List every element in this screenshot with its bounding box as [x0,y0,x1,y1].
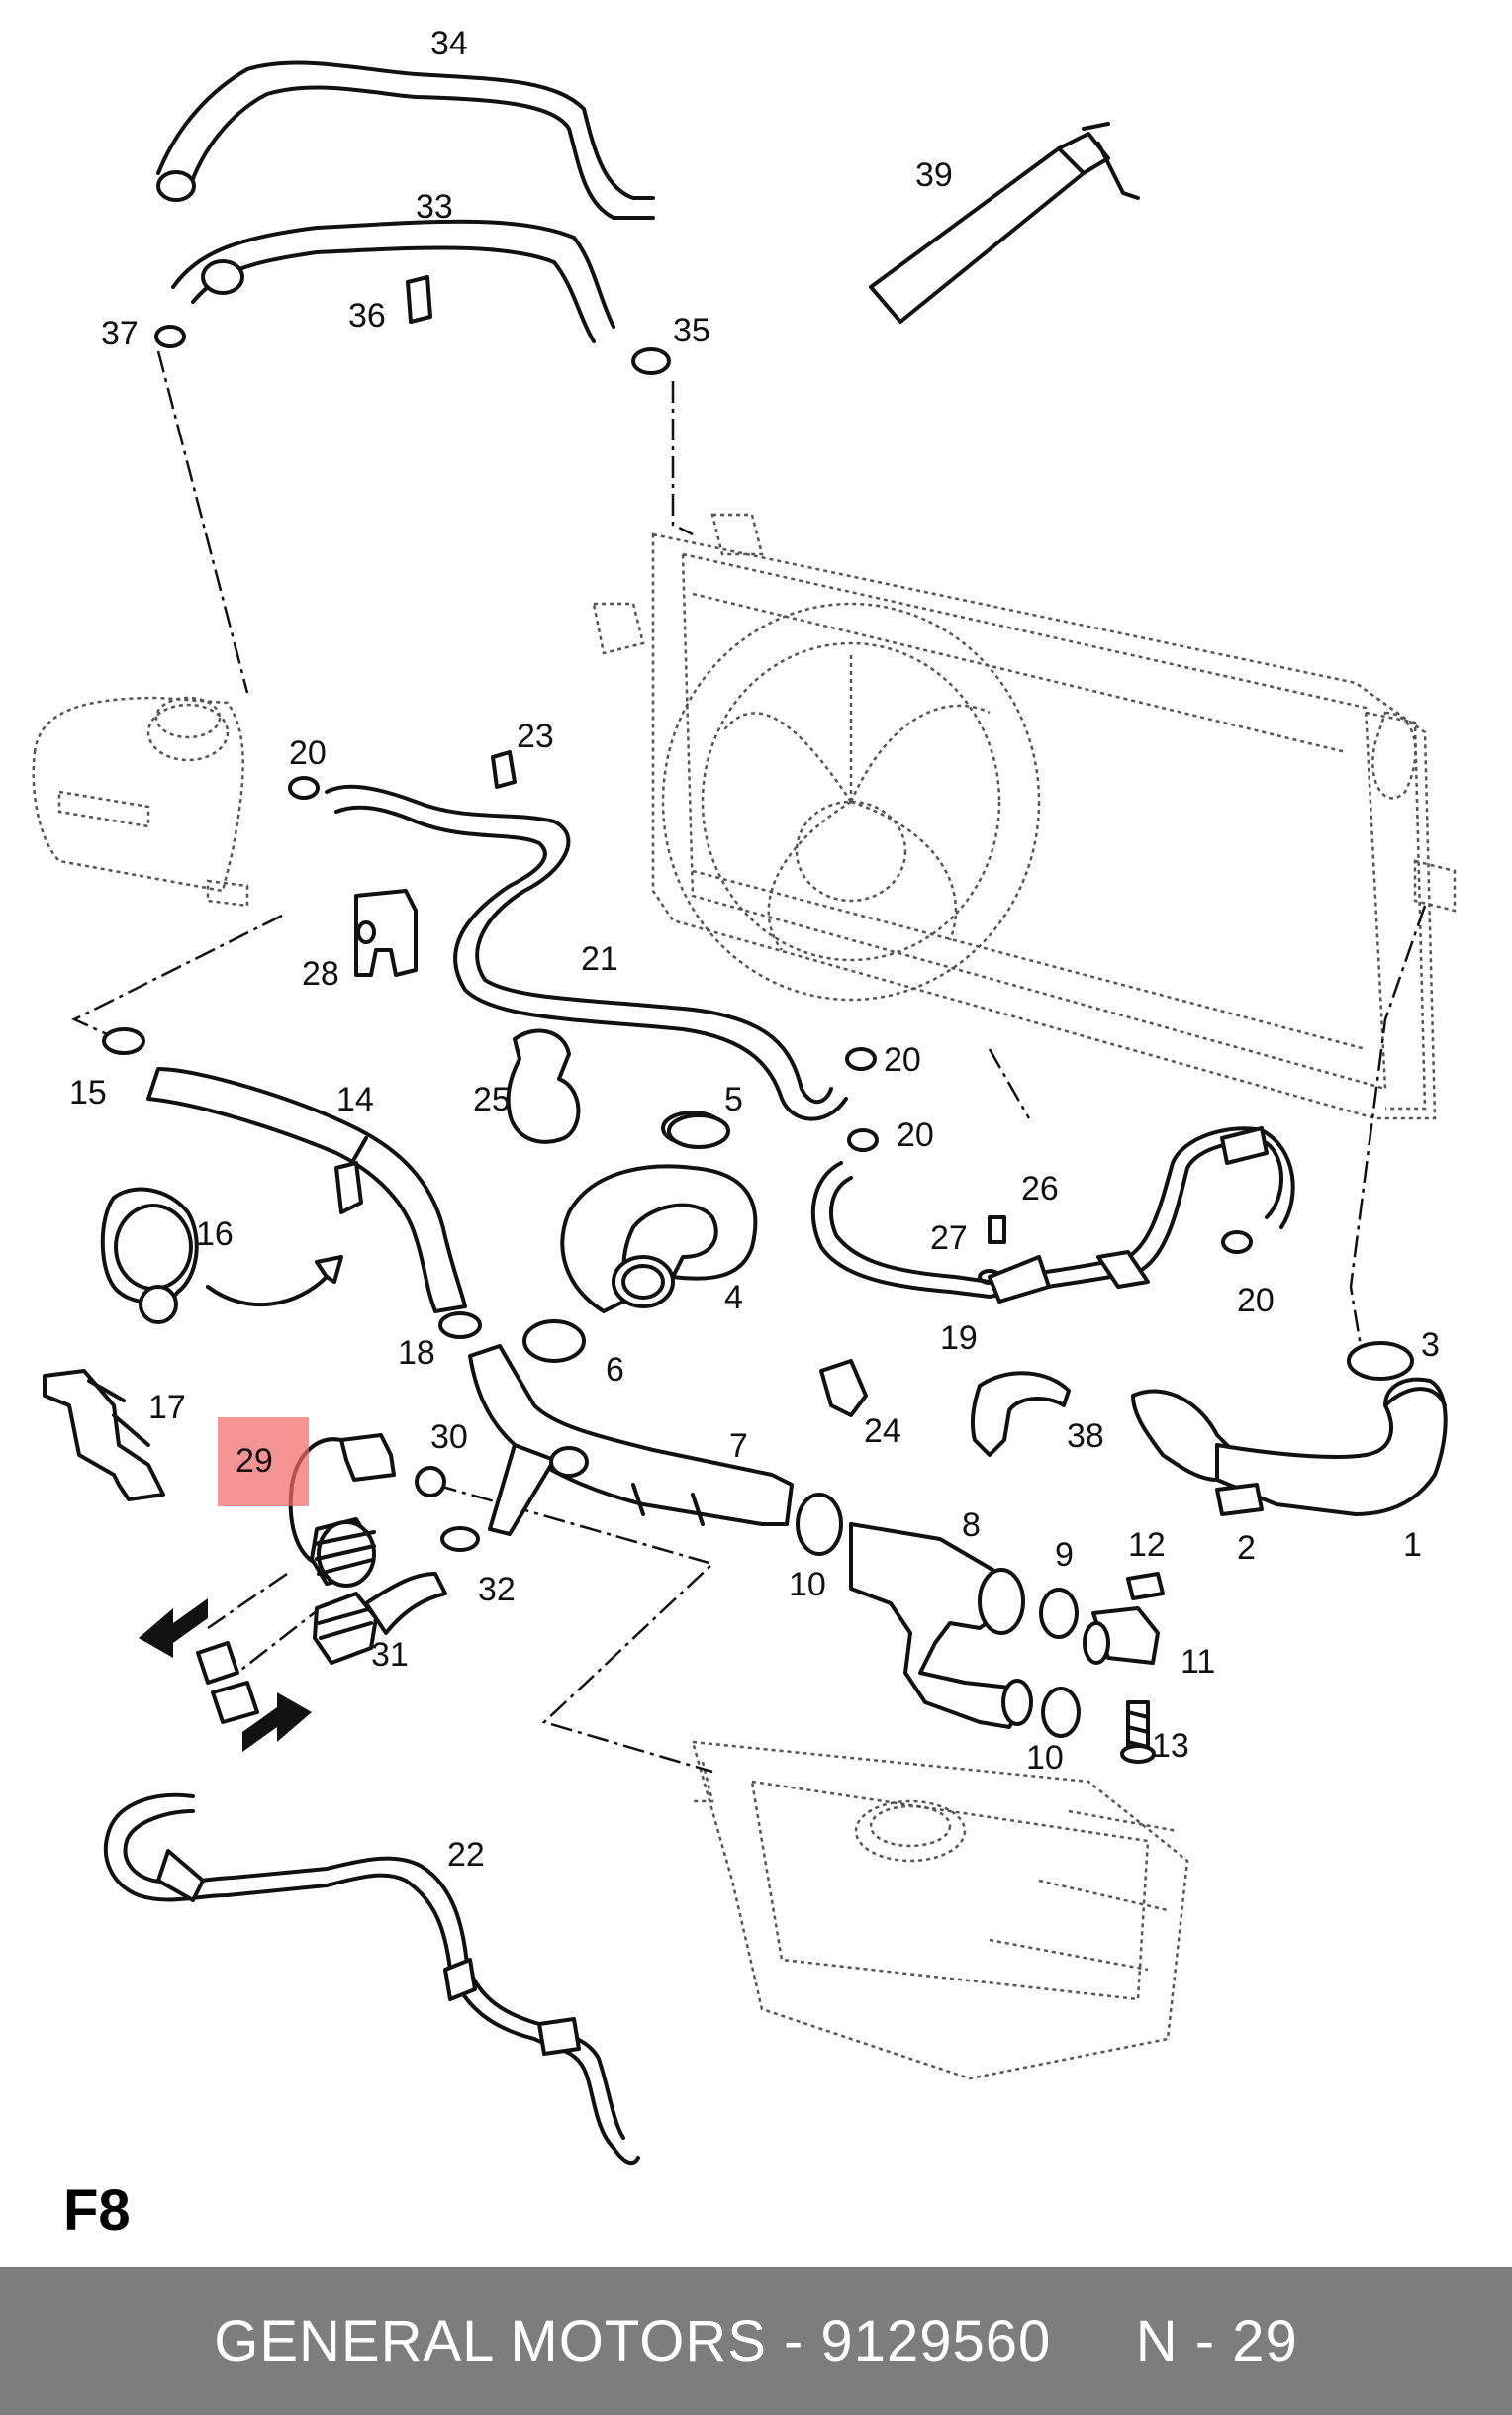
callout-3: 3 [1421,1326,1440,1364]
hose-icon [325,784,848,1121]
callout-39: 39 [915,156,953,194]
callout-27: 27 [930,1219,968,1257]
callout-30: 30 [430,1418,468,1456]
air-bleed-pipe-icon [468,1344,794,1536]
leader-lines [71,350,1427,1774]
callout-23: 23 [517,718,554,755]
intake-manifold-icon [691,1740,1189,2080]
callout-labels: 1 2 3 4 5 6 7 8 9 10 10 11 12 13 14 15 1… [69,25,1440,1874]
callout-10b: 10 [1026,1739,1064,1777]
hose-icon [196,1433,447,1724]
hose-icon [560,1164,758,1313]
callout-12: 12 [1128,1526,1166,1564]
callout-21: 21 [581,940,618,978]
callout-20a: 20 [289,734,327,772]
callout-17: 17 [148,1389,186,1426]
footer-bar: GENERAL MOTORS - 9129560 N - 29 [0,2267,1512,2415]
callout-20d: 20 [1237,1282,1275,1319]
air-bleed-pipe-icon [103,1792,640,2166]
callout-25: 25 [473,1081,511,1118]
callout-18: 18 [398,1334,435,1372]
callout-4: 4 [724,1279,743,1316]
clamp-icon [102,275,1414,1738]
arrow-icon [139,1598,312,1752]
callout-5: 5 [724,1081,743,1118]
callout-37: 37 [101,315,139,352]
parts-diagram: 1 2 3 4 5 6 7 8 9 10 10 11 12 13 14 15 1… [32,25,1457,2166]
callout-11: 11 [1181,1643,1215,1681]
clamp-icon [819,1359,1071,1457]
callout-16: 16 [196,1215,234,1253]
callout-2: 2 [1237,1529,1256,1567]
callout-24: 24 [864,1412,901,1450]
callout-1: 1 [1403,1526,1422,1564]
hose-icon [1131,1377,1448,1516]
bracket-icon [43,1369,165,1501]
air-bleed-pipe-icon [810,1126,1295,1304]
highlight-box [218,1417,309,1506]
callout-13: 13 [1152,1727,1189,1765]
callout-38: 38 [1067,1417,1104,1455]
thermostat-housing-icon [100,1161,363,1324]
callout-8: 8 [962,1506,981,1544]
callout-20c: 20 [897,1116,934,1154]
footer-part-info: GENERAL MOTORS - 9129560 N - 29 [214,2308,1298,2373]
radiator-icon [592,513,1457,1120]
hose-icon [146,1067,467,1313]
diagram-code: F8 [63,2178,131,2243]
callout-26: 26 [1021,1170,1059,1208]
fan-icon [661,602,1041,1002]
clamp-icon [506,1028,730,1149]
callout-14: 14 [336,1081,374,1118]
hose-icon [156,60,655,343]
callout-28: 28 [302,955,339,993]
callout-36: 36 [348,297,386,335]
sensor-icon [1083,1572,1165,1665]
callout-20b: 20 [884,1041,921,1079]
callout-31: 31 [371,1636,409,1674]
sensor-icon [869,122,1140,324]
callout-9: 9 [1055,1536,1074,1574]
callout-7: 7 [729,1427,748,1465]
callout-34: 34 [430,25,468,62]
callout-6: 6 [606,1351,624,1389]
callout-15: 15 [69,1074,107,1111]
callout-22: 22 [447,1836,485,1874]
callout-10a: 10 [789,1566,826,1603]
callout-32: 32 [478,1571,516,1608]
callout-35: 35 [673,312,710,349]
callout-33: 33 [416,188,453,226]
bracket-icon [354,889,418,977]
thermostat-housing-icon [849,1522,1033,1729]
callout-29: 29 [236,1442,273,1480]
callout-19: 19 [940,1319,978,1357]
expansion-tank-icon [32,696,249,908]
